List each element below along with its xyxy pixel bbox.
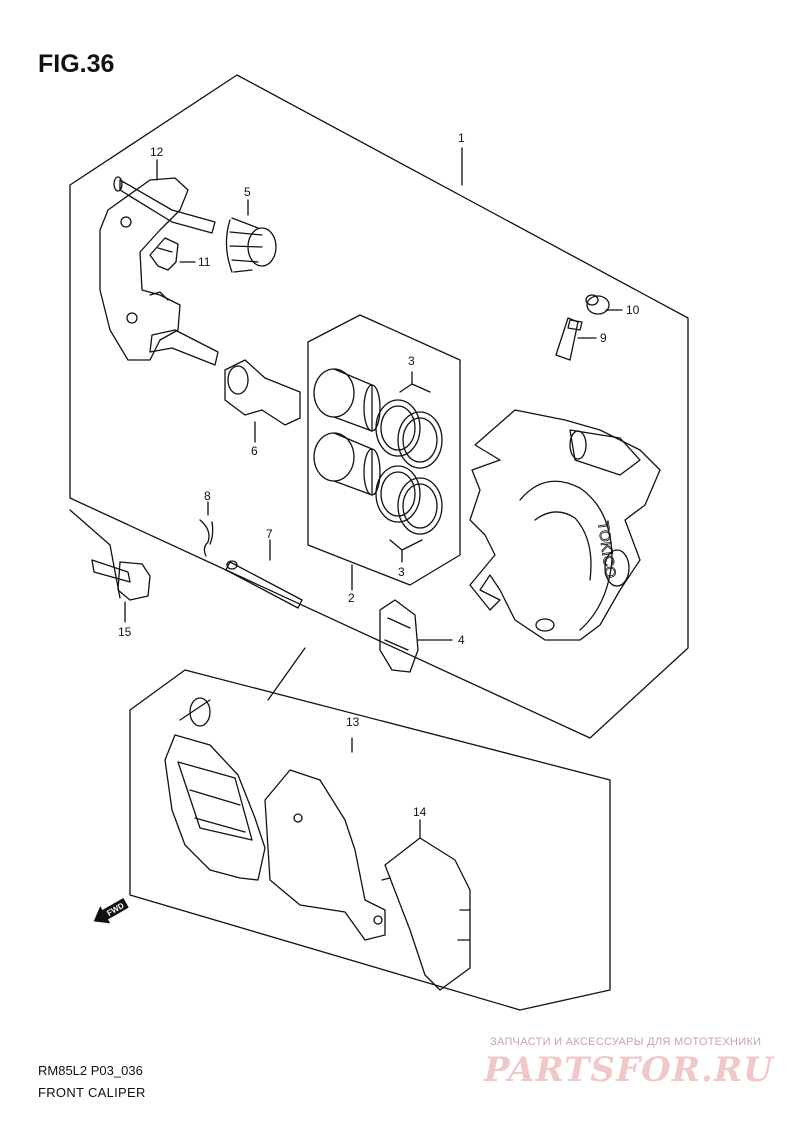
watermark-tagline: ЗАПЧАСТИ И АКСЕССУАРЫ ДЛЯ МОТОТЕХНИКИ [490, 1036, 762, 1048]
fwd-arrow-icon: FWD [93, 897, 129, 924]
callout-4: 4 [458, 633, 465, 647]
callout-13: 13 [346, 715, 360, 729]
callout-5: 5 [244, 185, 251, 199]
piston-lower [313, 432, 381, 496]
leader-link-2 [267, 647, 306, 701]
bleeder-screw-9 [555, 317, 583, 361]
sleeve-bolt-6 [224, 359, 301, 426]
callout-15: 15 [118, 625, 132, 639]
pad-pin-7 [225, 560, 303, 609]
callout-3-lower: 3 [398, 565, 405, 579]
caliper-brand-text: TOKICO [594, 520, 619, 579]
piston-box [307, 314, 461, 586]
mounting-bolt-15 [91, 559, 151, 601]
callout-7: 7 [266, 527, 273, 541]
callout-14: 14 [413, 805, 427, 819]
watermark-logo: PARTSFOR.RU [484, 1050, 774, 1090]
drawing-name: FRONT CALIPER [38, 1085, 146, 1100]
bleeder-cap-10 [585, 294, 610, 315]
callout-1: 1 [458, 131, 465, 145]
leader-3b [389, 539, 423, 563]
slide-pin-lower [149, 329, 219, 366]
drawing-code: RM85L2 P03_036 [38, 1063, 143, 1078]
slide-pin-upper [113, 176, 216, 234]
leader-3a [399, 371, 431, 393]
caliper-body [469, 409, 661, 641]
pad-shim [264, 769, 386, 941]
brake-pad-left [164, 697, 266, 881]
callout-9: 9 [600, 331, 607, 345]
retaining-clip-11 [149, 237, 179, 271]
assembly-outline [69, 74, 689, 739]
callout-12: 12 [150, 145, 164, 159]
brake-pad-14 [381, 837, 471, 991]
callout-10: 10 [626, 303, 640, 317]
callout-3-upper: 3 [408, 354, 415, 368]
callout-8: 8 [204, 489, 211, 503]
figure-title: FIG.36 [38, 50, 115, 78]
piston-seals [375, 399, 443, 535]
callout-6: 6 [251, 444, 258, 458]
cotter-pin-8 [199, 519, 214, 557]
callout-2: 2 [348, 591, 355, 605]
pad-kit-box [129, 669, 611, 1011]
leader-link-1 [69, 509, 121, 599]
caliper-bracket [99, 177, 189, 361]
piston-upper [313, 368, 381, 432]
callout-11: 11 [198, 255, 211, 269]
pin-boot-5 [225, 217, 277, 273]
pad-spring-4 [379, 599, 419, 673]
